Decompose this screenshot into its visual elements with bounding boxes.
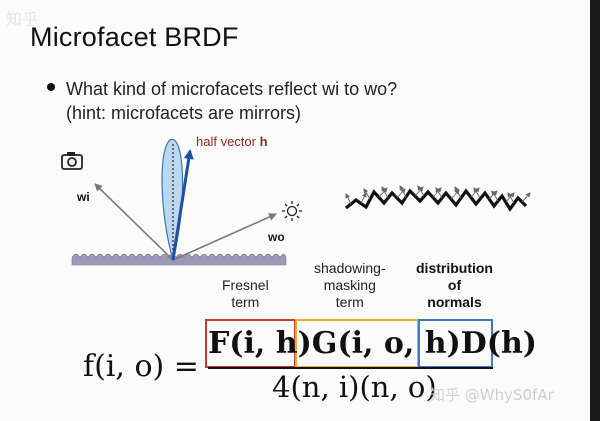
fresnel-term-label: Fresnel term: [222, 277, 269, 310]
slide-edge: [590, 0, 600, 421]
camera-icon: [61, 152, 83, 170]
bullet-text-line2: (hint: microfacets are mirrors): [66, 103, 302, 123]
formula-numerator: F(i, h)G(i, o, h)D(h): [208, 326, 538, 361]
half-vector-label: half vector h: [196, 134, 268, 149]
rough-surface: [71, 253, 287, 266]
distribution-term-label: distribution of normals: [416, 260, 493, 310]
ndf-lobe: [161, 138, 184, 263]
wi-vector: [94, 183, 174, 261]
slide-title: Microfacet BRDF: [30, 22, 239, 52]
wo-label: wo: [268, 230, 285, 244]
formula-denominator: 4(n, i)(n, o): [272, 370, 437, 404]
sun-icon: [282, 201, 302, 221]
wo-vector: [172, 213, 277, 261]
formula-lhs: f(i, o) =: [83, 349, 199, 384]
bullet-text-line1: What kind of microfacets reflect wi to w…: [66, 79, 398, 99]
half-vector-arrow: [171, 149, 194, 261]
bullet-dot: [47, 83, 55, 91]
fraction-bar: [208, 367, 493, 369]
zigzag-microfacets: [345, 185, 531, 212]
wi-label: wi: [77, 190, 90, 204]
watermark: 知乎 @WhyS0fAr: [430, 386, 554, 404]
watermark-top: 知乎: [6, 10, 39, 29]
shadowing-term-label: shadowing- masking term: [314, 260, 386, 310]
